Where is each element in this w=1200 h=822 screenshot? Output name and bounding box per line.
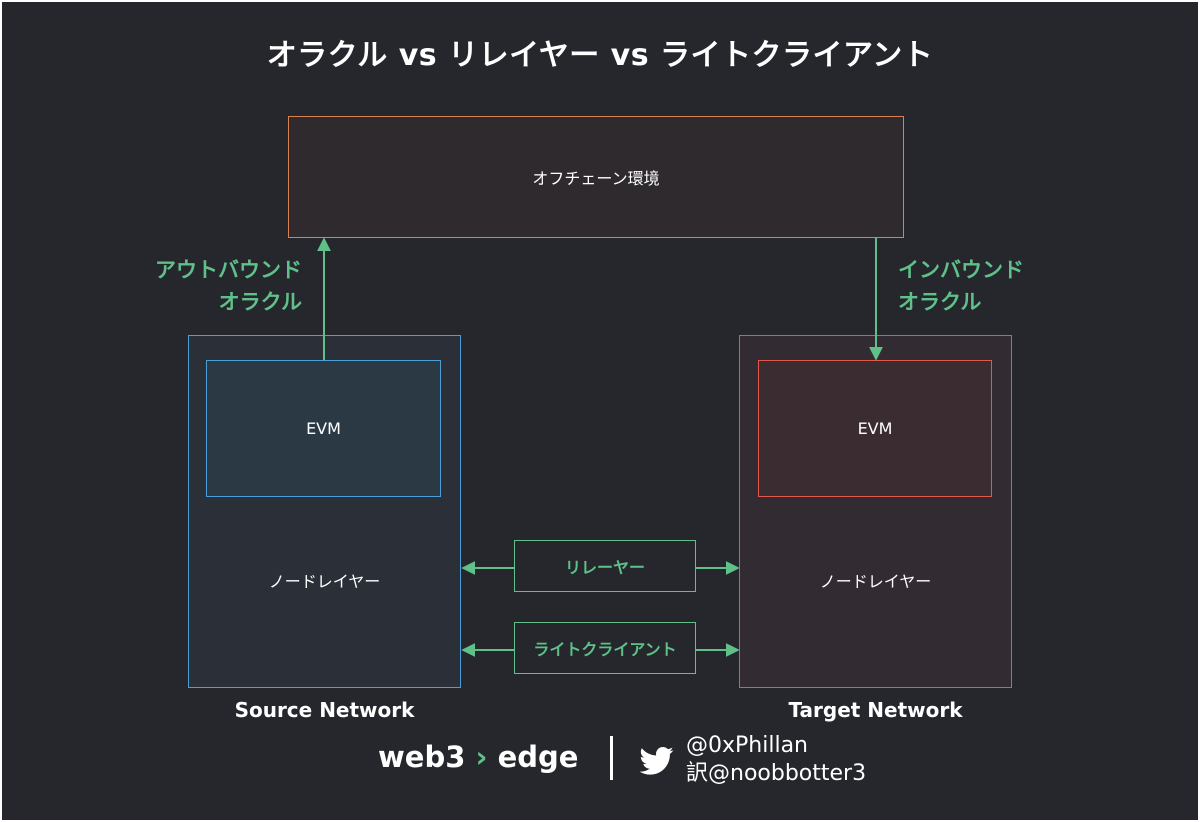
light-client-box: ライトクライアント [514, 622, 696, 674]
target-evm-label: EVM [857, 419, 893, 438]
brand-logo: web3 › edge [378, 740, 578, 774]
brand-part1: web3 [378, 740, 466, 774]
offchain-environment-box: オフチェーン環境 [288, 116, 904, 238]
source-node-layer-label: ノードレイヤー [268, 572, 381, 591]
inbound-oracle-line1: インバウンド [898, 258, 1024, 282]
target-node-layer-label: ノードレイヤー [819, 572, 932, 591]
footer-handles: @0xPhillan 訳@noobbotter3 [686, 732, 866, 788]
page-title: オラクル vs リレイヤー vs ライトクライアント [266, 38, 934, 73]
footer-divider [610, 736, 613, 780]
target-network-label: Target Network [788, 698, 963, 722]
outbound-oracle-label: アウトバウンド オラクル [102, 254, 302, 318]
inbound-oracle-line2: オラクル [898, 290, 982, 314]
brand-chevron-icon: › [475, 740, 488, 774]
offchain-label: オフチェーン環境 [532, 169, 660, 188]
twitter-bird-icon [639, 746, 674, 776]
light-client-label: ライトクライアント [533, 640, 677, 659]
inbound-oracle-label: インバウンド オラクル [898, 254, 1098, 318]
translator-handle: 訳@noobbotter3 [686, 761, 867, 786]
source-evm-box: EVM [206, 360, 441, 497]
relayer-box: リレーヤー [514, 540, 696, 592]
author-handle: @0xPhillan [686, 733, 808, 758]
source-evm-label: EVM [306, 419, 341, 438]
brand-part2: edge [497, 740, 579, 774]
source-network-label: Source Network [234, 698, 415, 722]
relayer-label: リレーヤー [564, 558, 645, 577]
outbound-oracle-line1: アウトバウンド [155, 258, 302, 282]
target-evm-box: EVM [758, 360, 992, 497]
outbound-oracle-line2: オラクル [218, 290, 302, 314]
